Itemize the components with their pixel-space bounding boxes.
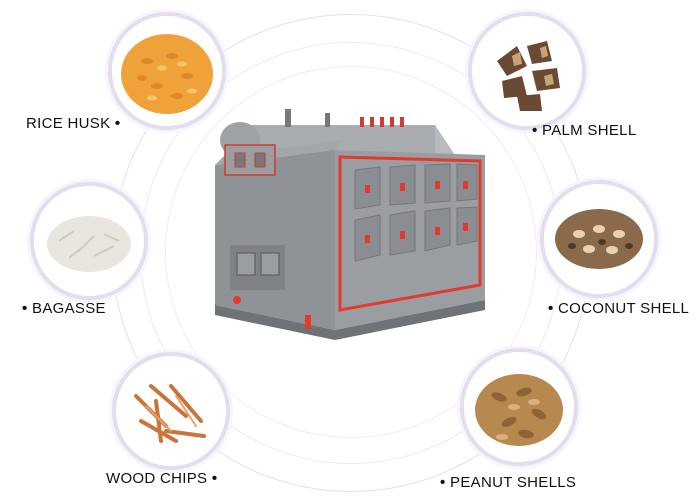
coconut-shell-icon <box>540 180 658 298</box>
peanut-shells-label: • PEANUT SHELLS <box>440 474 577 491</box>
peanut-shells-icon <box>460 348 578 466</box>
rice-husk-icon <box>108 12 226 130</box>
palm-shell-icon <box>468 12 586 130</box>
inner-ring <box>165 66 537 438</box>
rice-husk-label: RICE HUSK • <box>26 115 121 132</box>
palm-shell-label: • PALM SHELL <box>532 122 637 139</box>
boiler-image <box>195 95 505 345</box>
coconut-shell-label: • COCONUT SHELL <box>548 300 690 317</box>
bagasse-icon <box>30 182 148 300</box>
wood-chips-label: WOOD CHIPS • <box>106 470 218 487</box>
wood-chips-icon <box>112 352 230 470</box>
bagasse-label: • BAGASSE <box>22 300 106 317</box>
